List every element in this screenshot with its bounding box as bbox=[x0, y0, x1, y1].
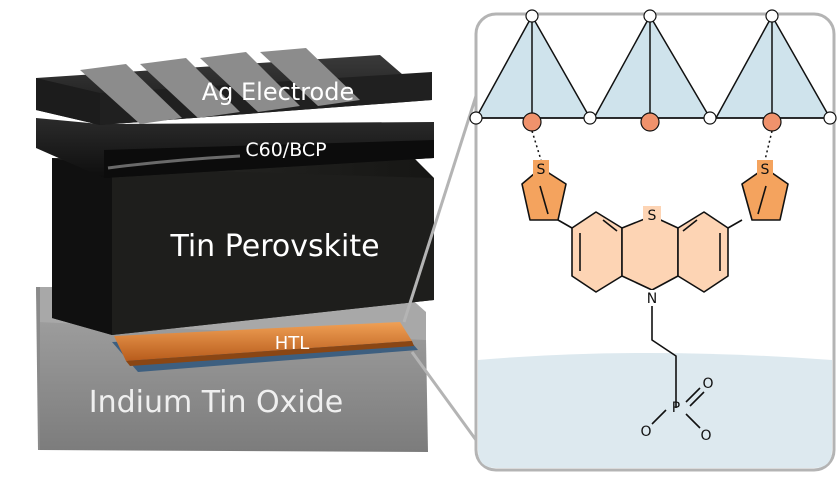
perovskite-label: Tin Perovskite bbox=[169, 229, 379, 264]
coordination-bonds bbox=[531, 130, 773, 161]
ito-label: Indium Tin Oxide bbox=[89, 385, 344, 420]
molecule bbox=[521, 167, 789, 429]
thiophene-left bbox=[521, 167, 567, 221]
electrode-label: Ag Electrode bbox=[202, 78, 355, 106]
htl-layer: HTL bbox=[112, 322, 418, 372]
atom-oxygen-right: O bbox=[700, 428, 711, 444]
substrate-surface bbox=[478, 353, 832, 468]
atom-sulfur-left: S bbox=[537, 162, 546, 178]
oxygen-nodes bbox=[469, 9, 837, 125]
etl-label: C60/BCP bbox=[245, 139, 326, 161]
atom-sulfur-right: S bbox=[761, 162, 770, 178]
etl-layer: C60/BCP bbox=[36, 118, 434, 178]
device-stack: Indium Tin Oxide HTL Tin Perovskite C60/… bbox=[36, 48, 434, 452]
perovskite-layer: Tin Perovskite bbox=[52, 158, 434, 335]
atom-oxygen-top: O bbox=[702, 376, 713, 392]
atom-nitrogen: N bbox=[647, 291, 657, 307]
atom-labels: S N S S P O O O bbox=[533, 160, 773, 444]
zoom-connector bbox=[402, 95, 478, 441]
atom-phosphorus: P bbox=[672, 400, 680, 416]
phenothiazine-right-ring bbox=[677, 211, 729, 293]
atom-oxygen-left: O bbox=[640, 424, 651, 440]
htl-label: HTL bbox=[275, 333, 310, 354]
thiophene-right bbox=[741, 167, 789, 221]
phenothiazine-central-ring bbox=[621, 215, 679, 291]
tetrahedra-network bbox=[474, 14, 832, 119]
electrode-fingers bbox=[80, 48, 360, 124]
atom-sulfur-core: S bbox=[648, 208, 657, 224]
metal-anchor-nodes bbox=[522, 112, 782, 132]
electrode-layer: Ag Electrode bbox=[36, 48, 432, 125]
